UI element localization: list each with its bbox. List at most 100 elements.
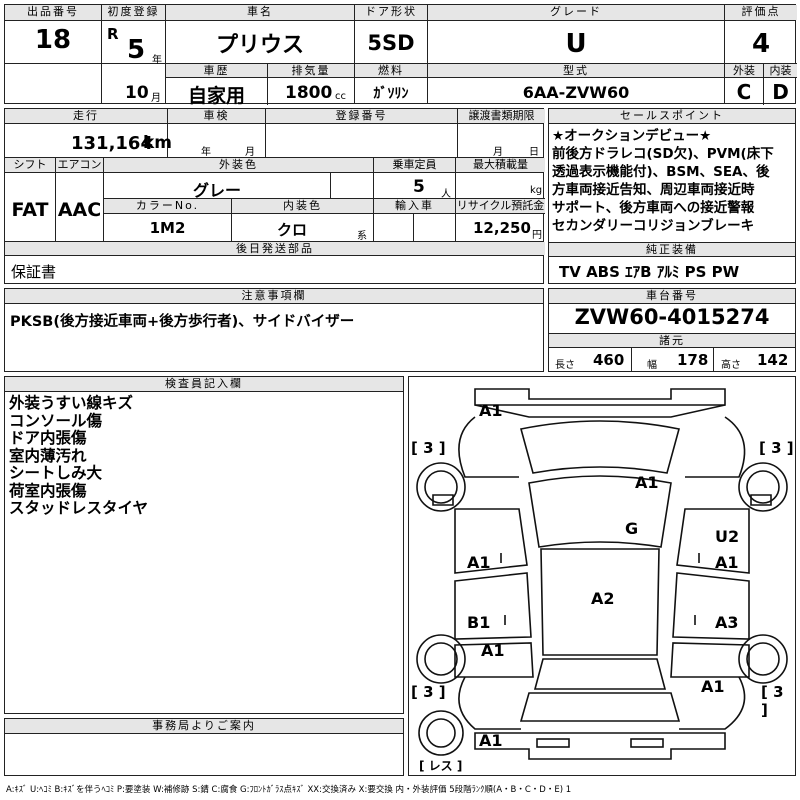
- lot-label: 出品番号: [5, 5, 101, 20]
- ext-label: 外装: [725, 64, 763, 77]
- load-unit: kg: [530, 185, 543, 196]
- equip-item: TV: [559, 263, 581, 281]
- notes-box: 注意事項欄 PKSB(後方接近車両+後方歩行者)、サイドバイザー: [4, 288, 544, 372]
- history-label: 車歴: [166, 64, 267, 77]
- mileage-unit: km: [143, 133, 173, 153]
- height: 142: [757, 351, 789, 369]
- legend: A:ｷｽﾞ U:ﾍｺﾐ B:ｷｽﾞを伴うﾍｺﾐ P:要塗装 W:補修跡 S:錆 …: [6, 785, 572, 795]
- damage-mark-left-front-door: A1: [467, 553, 491, 572]
- model-code: 6AA-ZVW60: [522, 83, 630, 102]
- fuel: ｶﾞｿﾘﾝ: [373, 86, 409, 102]
- vehicle-info-table: 走行 車検 登録番号 譲渡書類期限 131,164 km 年 月 月 日 シフト…: [4, 108, 545, 284]
- ac-label: エアコン: [56, 158, 103, 172]
- equipment-label: 純正装備: [549, 243, 795, 256]
- equip-item: ｱﾙﾐ: [656, 263, 680, 281]
- lot-number: 18: [34, 25, 72, 55]
- sales-line: 方車両接近告知、周辺車両接近時: [552, 182, 755, 198]
- month-unit: 月: [151, 93, 161, 104]
- inspector-box: 検査員記入欄 外装うすい線キズ コンソール傷 ドア内張傷 室内薄汚れ シートしみ…: [4, 376, 404, 714]
- displacement: 1800: [285, 83, 333, 103]
- capacity-unit: 人: [441, 189, 451, 200]
- exterior-color: グレー: [192, 181, 241, 200]
- inspector-label: 検査員記入欄: [5, 377, 403, 391]
- sales-line: 前後方ドラレコ(SD欠)、PVM(床下: [552, 146, 774, 162]
- spare-tire-status: [ レス ]: [419, 759, 463, 773]
- capacity: 5: [413, 177, 425, 197]
- inspector-line: 荷室内張傷: [9, 481, 87, 500]
- equip-item: ｴｱB: [625, 263, 652, 281]
- sales-line: サポート、後方車両への接近警報: [552, 200, 755, 216]
- sales-point-lines: ★オークションデビュー★ 前後方ドラレコ(SD欠)、PVM(床下 透過表示機能付…: [552, 127, 796, 235]
- air-conditioner: AAC: [57, 199, 102, 221]
- damage-diagram: A1 A1 G U2 A1 A1 A2 B1 A3 A1 A1 A1 [ 3 ]…: [408, 376, 796, 776]
- equip-item: PW: [711, 263, 740, 281]
- tire-tread-front-left: [ 3 ]: [411, 439, 446, 457]
- fuel-label: 燃料: [355, 64, 427, 77]
- damage-mark-front-bumper: A1: [479, 401, 503, 420]
- import-label: 輸入車: [374, 199, 455, 213]
- reg-month: 10: [125, 83, 149, 103]
- later-parts-value: 保証書: [11, 263, 57, 281]
- damage-mark-hood: A1: [635, 473, 659, 492]
- colorno-label: カラーNo.: [104, 199, 231, 213]
- name-label: 車名: [166, 5, 354, 20]
- tire-tread-rear-left: [ 3 ]: [411, 683, 446, 701]
- damage-mark-rear-bumper: A1: [479, 731, 503, 750]
- inspector-lines: 外装うすい線キズ コンソール傷 ドア内張傷 室内薄汚れ シートしみ大 荷室内張傷…: [9, 394, 149, 518]
- recycle-label: リサイクル預託金: [456, 199, 545, 213]
- inspector-line: 室内薄汚れ: [9, 446, 87, 465]
- tire-tread-front-right: [ 3 ]: [759, 439, 794, 457]
- reg-year: 5: [127, 35, 146, 65]
- damage-mark-left-rear-fender: A1: [481, 641, 505, 660]
- office-label: 事務局よりご案内: [5, 719, 403, 733]
- door-type: 5SD: [367, 31, 415, 55]
- shift: FAT: [11, 199, 49, 221]
- width: 178: [677, 351, 709, 369]
- inspector-line: スタッドレスタイヤ: [9, 499, 149, 517]
- car-outline-svg: [416, 388, 788, 760]
- displacement-unit: cc: [335, 91, 346, 102]
- int-label: 内装: [764, 64, 797, 77]
- inspector-line: シートしみ大: [9, 464, 103, 482]
- equip-item: PS: [684, 263, 707, 281]
- score: 4: [751, 29, 771, 59]
- chassis-box: 車台番号 ZVW60-4015274 諸元 長さ 460 幅 178 高さ 14…: [548, 288, 796, 372]
- displacement-label: 排気量: [268, 64, 354, 77]
- chassis-number: ZVW60-4015274: [574, 305, 770, 329]
- transfer-month-unit: 月: [493, 147, 503, 158]
- door-label: ドア形状: [355, 5, 427, 20]
- tire-tread-rear-right: [ 3 ]: [761, 683, 784, 719]
- damage-mark-right-front-door: A1: [715, 553, 739, 572]
- notes-value: PKSB(後方接近車両+後方歩行者)、サイドバイザー: [10, 314, 355, 330]
- sales-line: セカンダリーコリジョンブレーキ: [552, 218, 755, 234]
- year-unit: 年: [152, 55, 162, 66]
- transfer-label: 譲渡書類期限: [458, 109, 545, 123]
- regno-label: 登録番号: [266, 109, 457, 123]
- damage-mark-right-rear: A1: [701, 677, 725, 696]
- model-label: 型式: [428, 64, 724, 77]
- shift-label: シフト: [5, 158, 55, 172]
- ext-grade: C: [736, 80, 752, 104]
- width-label: 幅: [647, 360, 657, 371]
- recycle-unit: 円: [532, 230, 542, 241]
- header-table: 出品番号 初度登録 車名 ドア形状 グレード 評価点 車歴 排気量 燃料 型式 …: [4, 4, 797, 107]
- damage-mark-roof: A2: [591, 589, 615, 608]
- notes-label: 注意事項欄: [5, 289, 543, 303]
- dims-label: 諸元: [549, 334, 795, 347]
- sales-point-label: セールスポイント: [549, 109, 795, 123]
- damage-mark-right-rear-door: A3: [715, 613, 739, 632]
- score-label: 評価点: [725, 5, 797, 20]
- intcolor-label: 内装色: [232, 199, 373, 213]
- sales-point-box: セールスポイント ★オークションデビュー★ 前後方ドラレコ(SD欠)、PVM(床…: [548, 108, 796, 284]
- length-label: 長さ: [555, 360, 575, 371]
- damage-mark-left-rear-door: B1: [467, 613, 491, 632]
- equip-item: ABS: [586, 263, 620, 281]
- transfer-day-unit: 日: [529, 147, 539, 158]
- intcolor-unit: 系: [357, 231, 367, 242]
- color-label: 外装色: [104, 158, 373, 172]
- grade-label: グレード: [428, 5, 724, 20]
- capacity-label: 乗車定員: [374, 158, 455, 172]
- car-name: プリウス: [215, 33, 304, 58]
- grade: U: [565, 29, 587, 59]
- inspector-line: ドア内張傷: [9, 429, 87, 447]
